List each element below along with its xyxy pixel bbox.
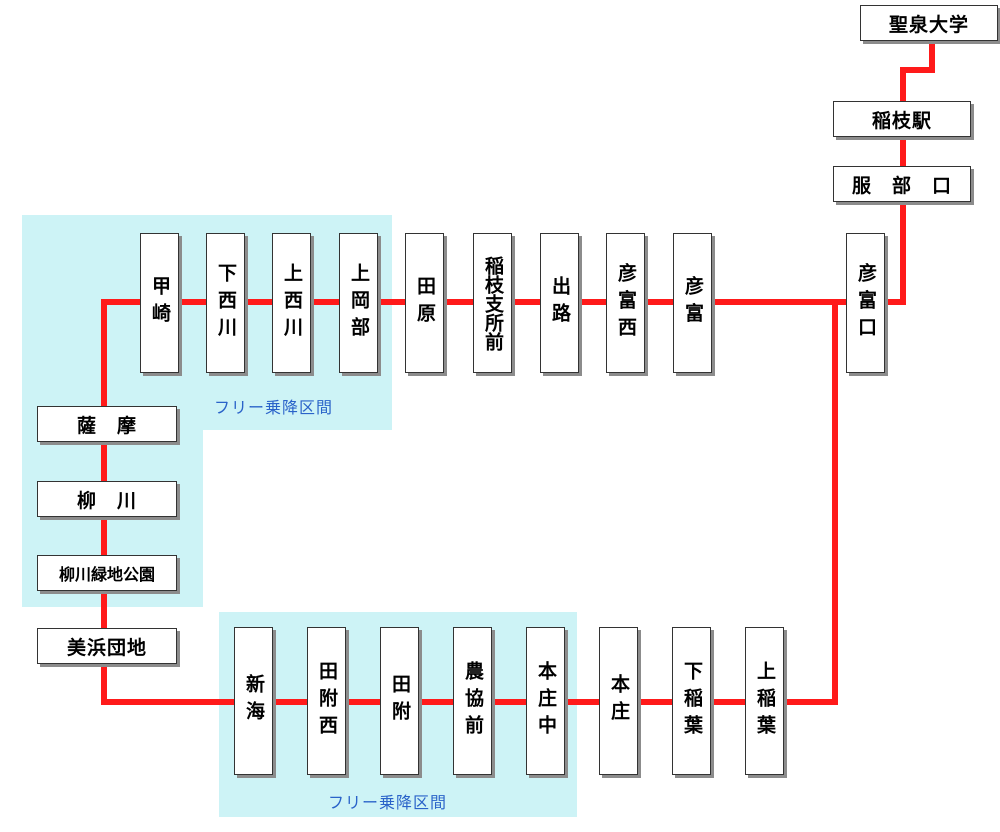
- stop-kouzaki: 甲崎: [140, 233, 179, 373]
- stop-honjo: 本庄: [599, 627, 638, 775]
- stop-honjo-naka: 本庄中: [526, 627, 565, 775]
- stop-shinkai: 新海: [234, 627, 273, 775]
- stop-nokyomae: 農協前: [453, 627, 492, 775]
- stop-yanagawa-ryokuchi: 柳川緑地公園: [37, 555, 177, 591]
- stop-seisen-daigaku: 聖泉大学: [860, 5, 998, 41]
- stop-hikotomi: 彦富: [673, 233, 712, 373]
- free-zone-label-lower: フリー乗降区間: [328, 793, 448, 812]
- route-path: [101, 42, 935, 705]
- stop-tawara: 田原: [405, 233, 444, 373]
- stop-hikotomi-guchi: 彦富口: [846, 233, 885, 373]
- stop-satsuma: 薩 摩: [37, 406, 177, 442]
- stop-inae-shishomae: 稲枝支所前: [473, 233, 512, 373]
- stop-inae-eki: 稲枝駅: [833, 101, 971, 137]
- stop-kaminishikawa: 上西川: [272, 233, 311, 373]
- stop-kamiokabe: 上岡部: [339, 233, 378, 373]
- stop-deji: 出路: [540, 233, 579, 373]
- stop-mihama-danchi: 美浜団地: [37, 628, 177, 664]
- stop-shimonishikawa: 下西川: [206, 233, 245, 373]
- stop-hattori-guchi: 服 部 口: [833, 166, 971, 202]
- stop-kamiinaba: 上稲葉: [745, 627, 784, 775]
- stop-tatsuki-nishi: 田附西: [307, 627, 346, 775]
- stop-yanagawa: 柳 川: [37, 481, 177, 517]
- free-zone-label-upper: フリー乗降区間: [214, 398, 334, 417]
- stop-hikotomi-nishi: 彦富西: [606, 233, 645, 373]
- stop-tatsuki: 田附: [380, 627, 419, 775]
- stop-shimoinaba: 下稲葉: [672, 627, 711, 775]
